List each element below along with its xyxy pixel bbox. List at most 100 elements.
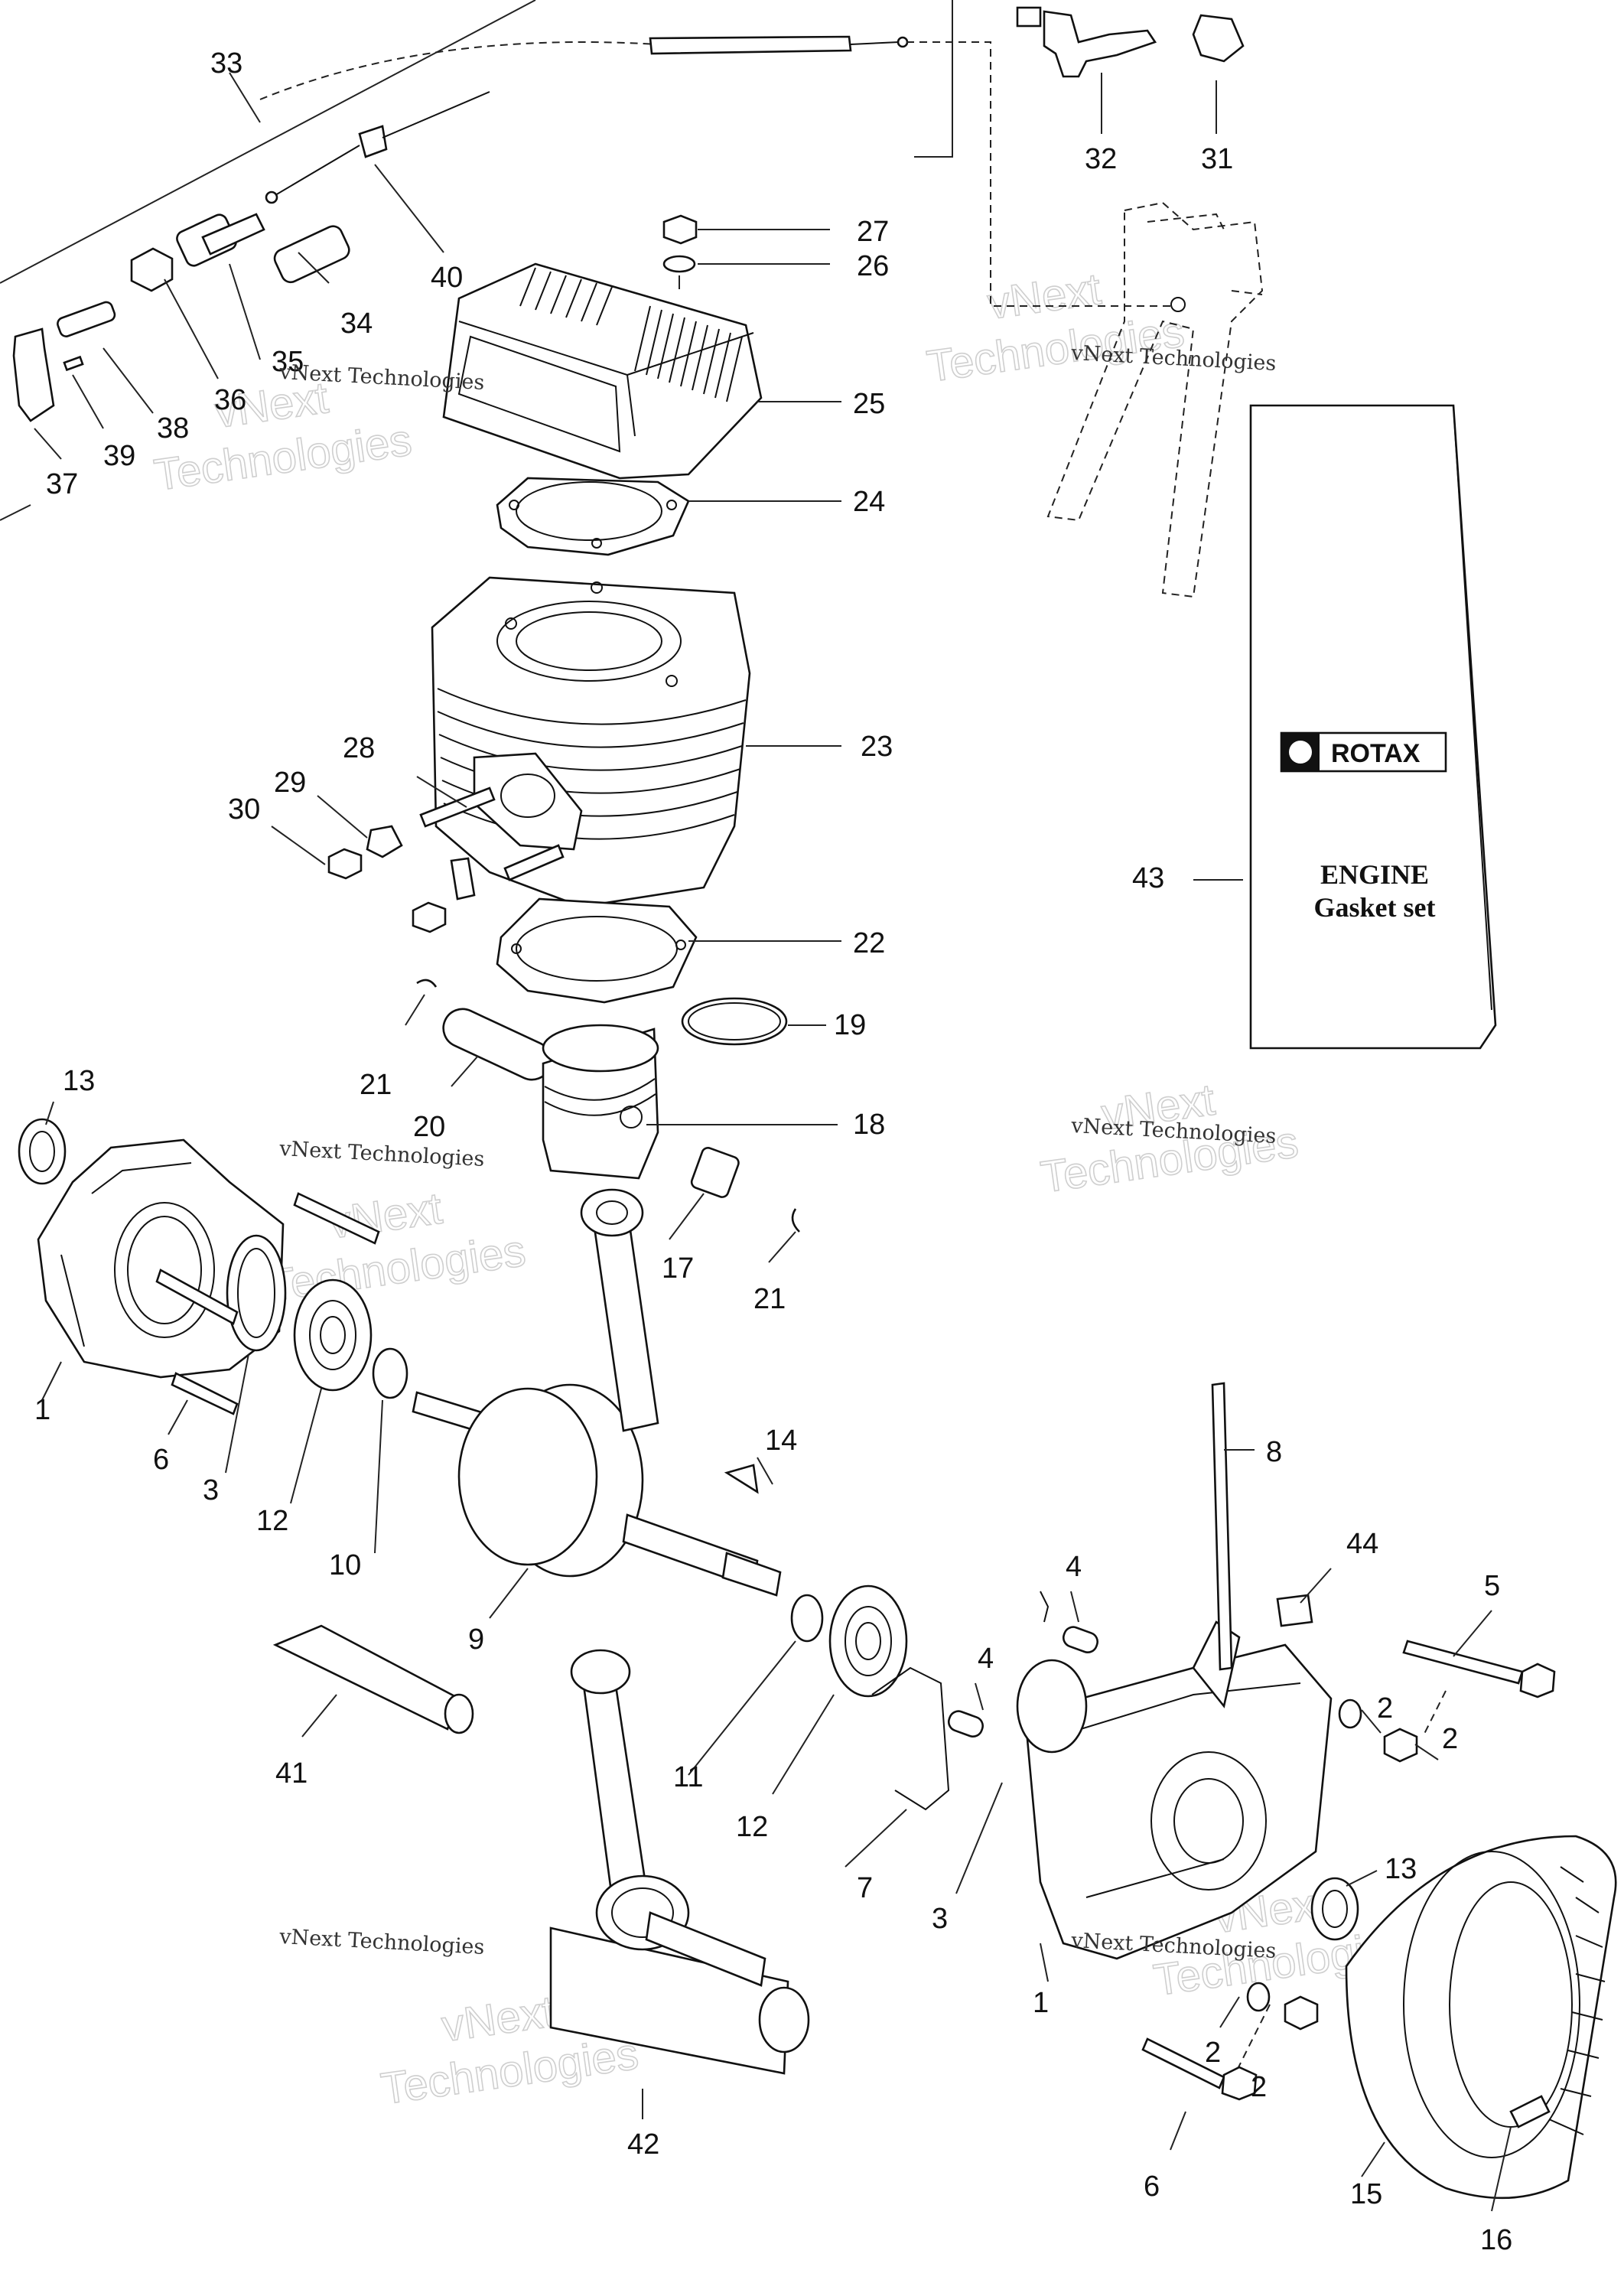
crankcase-gasket — [871, 1666, 950, 1811]
cable-ball-end — [265, 191, 278, 204]
frame-line — [0, 504, 31, 521]
engine-mount-bracket — [1046, 201, 1264, 598]
cable-adjuster — [358, 125, 388, 158]
retaining-clip — [63, 355, 84, 372]
ring-spacer — [790, 1594, 824, 1643]
lock-nut — [130, 247, 174, 292]
crankshaft — [412, 1188, 782, 1597]
callout-4: 4 — [978, 1643, 994, 1675]
cable-stop-tip — [201, 213, 265, 256]
callout-6: 6 — [153, 1444, 169, 1476]
bolt-head — [1519, 1663, 1556, 1698]
callout-2: 2 — [1377, 1692, 1393, 1724]
cooling-fins — [519, 267, 743, 402]
callout-33: 33 — [210, 47, 242, 80]
watermark-text: vNext Technologies — [278, 1925, 485, 1959]
exhaust-nut — [327, 848, 363, 880]
leader-lines — [34, 72, 1512, 2212]
callout-34: 34 — [340, 308, 373, 340]
adjuster-sleeve — [273, 225, 350, 284]
callout-16: 16 — [1480, 2224, 1512, 2256]
oil-seal — [18, 1118, 67, 1185]
cylinder-head — [442, 262, 763, 480]
callout-36: 36 — [214, 384, 246, 416]
main-bearing-right — [828, 1584, 908, 1698]
callout-41: 41 — [275, 1757, 308, 1790]
hex-bolt — [1141, 2037, 1225, 2089]
callout-2: 2 — [1442, 1723, 1458, 1755]
gasket-set-manual: ROTAX ENGINE Gasket set — [1249, 404, 1497, 1050]
bearing-sleeve — [226, 1234, 287, 1352]
callout-29: 29 — [274, 767, 306, 799]
crankcase-right — [1016, 1620, 1359, 1960]
mount-hole — [1170, 297, 1186, 312]
lock-washer — [450, 857, 476, 901]
callout-14: 14 — [765, 1425, 797, 1457]
routing-line — [914, 0, 953, 158]
cable-inner — [275, 145, 360, 196]
washer — [1246, 1982, 1271, 2012]
hex-bolt — [1402, 1640, 1524, 1685]
circlip — [416, 979, 438, 988]
callout-11: 11 — [673, 1761, 703, 1793]
oil-seal — [1310, 1877, 1359, 1941]
head-nut — [662, 214, 698, 245]
manual-title-line2: Gasket set — [1314, 892, 1436, 923]
callout-17: 17 — [662, 1252, 694, 1285]
main-bearing-left — [293, 1278, 373, 1392]
callout-23: 23 — [861, 731, 893, 763]
callout-38: 38 — [157, 412, 189, 445]
throttle-cable-end — [850, 41, 900, 45]
shim-ring — [372, 1347, 408, 1399]
callout-21: 21 — [360, 1069, 392, 1101]
callout-1: 1 — [1033, 1987, 1049, 2019]
callout-27: 27 — [857, 216, 889, 248]
piston-group — [416, 979, 800, 1233]
callout-2: 2 — [1205, 2037, 1221, 2069]
callout-43: 43 — [1132, 862, 1164, 894]
callout-18: 18 — [853, 1109, 885, 1141]
cylinder-studs — [327, 787, 565, 933]
carburetor-fitting — [1043, 10, 1157, 78]
dowel-pin — [947, 1710, 984, 1738]
base-gasket — [496, 897, 698, 1004]
callout-30: 30 — [228, 793, 260, 826]
conrod-kit — [549, 1649, 810, 2075]
callout-15: 15 — [1350, 2178, 1382, 2210]
crankcase-stud — [293, 1192, 380, 1245]
socket-screw — [1509, 2095, 1551, 2128]
callout-12: 12 — [736, 1811, 768, 1843]
assembly-path — [1422, 1690, 1447, 1738]
drive-shaft — [272, 1624, 474, 1734]
dowel-pin — [1062, 1626, 1098, 1654]
rotax-gear-icon — [1289, 741, 1312, 764]
cylinder — [431, 576, 751, 908]
callout-9: 9 — [468, 1624, 484, 1656]
throttle-lever — [12, 327, 55, 422]
callout-40: 40 — [431, 262, 463, 294]
callout-5: 5 — [1484, 1570, 1500, 1602]
callout-25: 25 — [853, 388, 885, 420]
callout-labels: 33 40 34 35 36 38 39 37 32 31 27 26 25 2… — [34, 47, 1512, 2256]
head-washer — [662, 255, 696, 273]
circlip — [791, 1208, 800, 1233]
throttle-pin — [57, 301, 116, 337]
hex-nut — [1284, 1995, 1319, 2031]
cable-nipple — [897, 36, 909, 48]
callout-13: 13 — [1385, 1853, 1417, 1885]
fitting-nut — [1192, 14, 1245, 63]
callout-32: 32 — [1085, 143, 1117, 175]
callout-35: 35 — [272, 346, 304, 378]
exhaust-nut — [412, 901, 447, 933]
callout-21: 21 — [753, 1283, 786, 1315]
fan-vanes — [1548, 1866, 1606, 2135]
threaded-plug — [1276, 1594, 1313, 1627]
callout-3: 3 — [932, 1903, 948, 1935]
long-stud — [1211, 1382, 1233, 1671]
callout-26: 26 — [857, 250, 889, 282]
callout-19: 19 — [834, 1009, 866, 1041]
fitting-cap — [1016, 6, 1042, 28]
washer — [1338, 1698, 1362, 1729]
callout-10: 10 — [329, 1549, 361, 1581]
